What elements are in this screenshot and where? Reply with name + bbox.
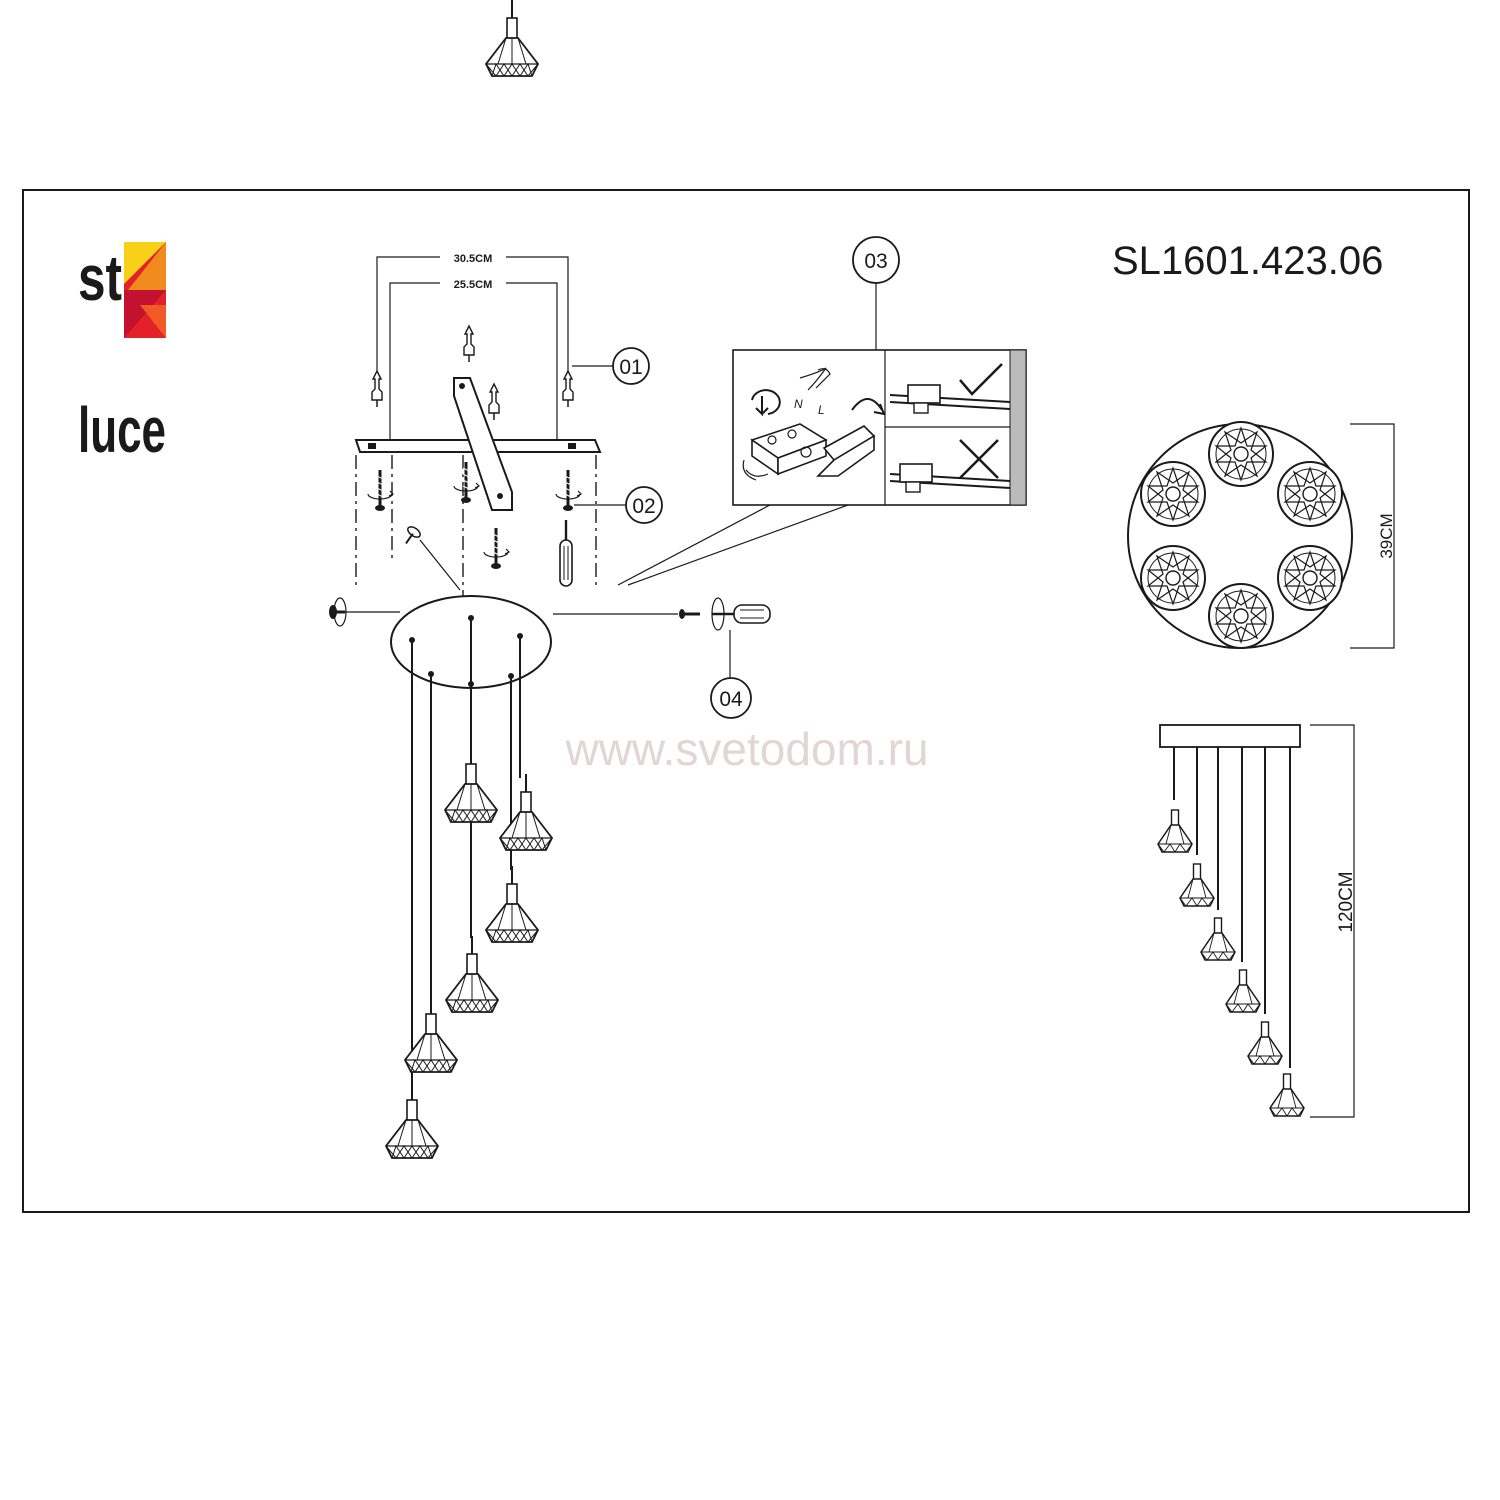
wire-label-n: N — [794, 397, 803, 411]
dim-bracket-inner: 25.5CM — [454, 279, 493, 291]
terminal-block-illustration: N L — [742, 367, 886, 481]
dim-canopy-diameter: 39CM — [1377, 513, 1396, 558]
check-icon — [959, 363, 1003, 396]
side-view-shade-3 — [1200, 917, 1236, 961]
pendant-shade-3b — [485, 865, 539, 943]
pendant-shade-4 — [445, 935, 499, 1013]
top-view-shade-3 — [1277, 545, 1343, 611]
callout-04-label: 04 — [719, 688, 743, 711]
wire-label-l: L — [818, 403, 825, 417]
st-luce-logo: st luce — [78, 242, 166, 466]
side-view-canopy — [1159, 724, 1301, 748]
side-view-shade-4 — [1225, 969, 1261, 1013]
pendant-shade-3 — [485, 0, 539, 77]
callout-04: 04 — [710, 630, 752, 719]
callout-03-label: 03 — [864, 250, 887, 273]
bracket-dimensions: 30.5CM 25.5CM — [376, 249, 569, 446]
top-view-shade-1 — [1208, 421, 1274, 487]
sheet-frame — [22, 189, 1470, 1213]
dim-bracket-outer: 30.5CM — [454, 253, 493, 265]
dim-total-height: 120CM — [1336, 871, 1357, 932]
model-number: SL1601.423.06 — [1112, 239, 1383, 283]
logo-text-top: st — [78, 242, 122, 314]
wiring-incorrect — [889, 439, 1011, 493]
diagonal-strap — [453, 377, 513, 511]
callout-01-label: 01 — [619, 356, 642, 379]
cross-icon — [959, 439, 999, 479]
top-view-shade-2 — [1277, 461, 1343, 527]
fixture-side-view: 120CM — [1157, 724, 1357, 1118]
pendant-shade-6 — [385, 1081, 439, 1159]
side-view-shade-1 — [1157, 809, 1193, 853]
side-screw-left — [329, 597, 400, 627]
callout-03: 03 — [852, 236, 900, 350]
top-view-shade-4 — [1208, 583, 1274, 649]
watermark: www.svetodom.ru — [564, 723, 928, 775]
side-view-shade-5 — [1247, 1021, 1283, 1065]
pendant-shade-2 — [499, 773, 553, 851]
fixture-main-view: 04 — [329, 0, 771, 1159]
callout-02: 02 — [574, 486, 663, 524]
wiring-correct — [889, 363, 1011, 414]
top-view-shade-6 — [1140, 461, 1206, 527]
height-dimension: 120CM — [1310, 724, 1357, 1118]
top-view-shade-5 — [1140, 545, 1206, 611]
logo-text-bottom: luce — [78, 394, 166, 466]
wiring-detail: 03 N L — [617, 236, 1027, 586]
side-screw-right — [553, 597, 771, 631]
canopy-top-view: 39CM — [1127, 421, 1396, 649]
bracket-assembly: 30.5CM 25.5CM — [354, 249, 602, 600]
side-view-shade-6 — [1269, 1073, 1305, 1117]
callout-01: 01 — [572, 347, 650, 385]
pendant-shade-1 — [444, 745, 498, 823]
side-view-shade-2 — [1179, 863, 1215, 907]
diameter-dimension: 39CM — [1350, 423, 1396, 649]
callout-02-label: 02 — [632, 495, 655, 518]
